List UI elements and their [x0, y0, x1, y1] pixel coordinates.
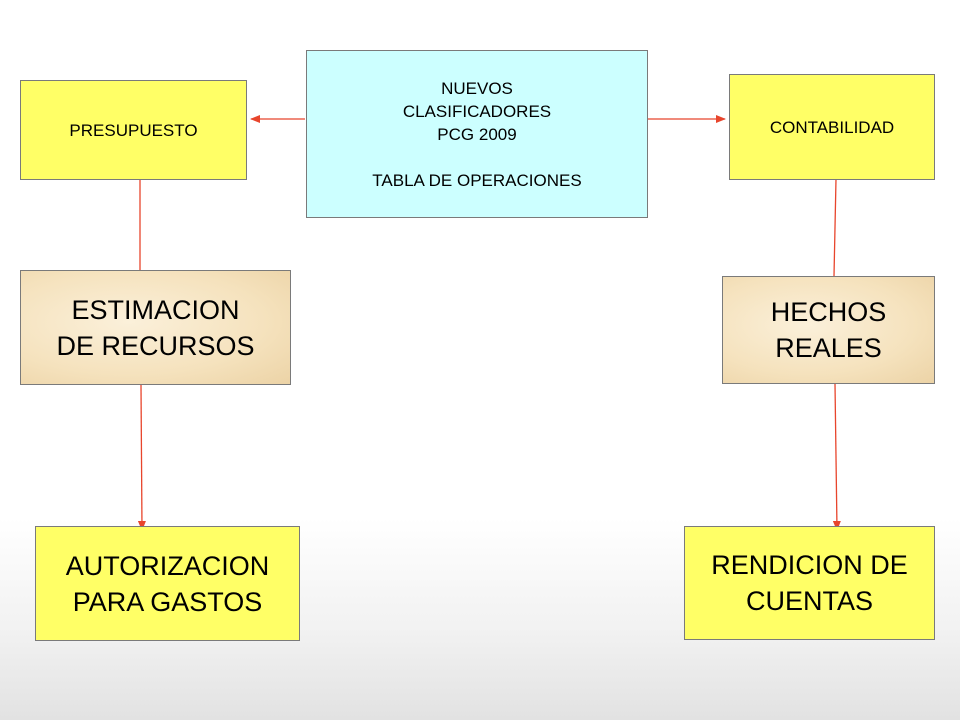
estimacion-label: ESTIMACION DE RECURSOS: [56, 294, 255, 361]
rendicion-label: RENDICION DE CUENTAS: [711, 550, 908, 616]
clasificadores-box: NUEVOS CLASIFICADORES PCG 2009 TABLA DE …: [306, 50, 648, 218]
contabilidad-box: CONTABILIDAD: [729, 74, 935, 180]
rendicion-box: RENDICION DE CUENTAS: [684, 526, 935, 640]
hechos-label: HECHOS REALES: [770, 297, 887, 363]
line-contabilidad-to-hechos: [833, 178, 837, 277]
estimacion-box: ESTIMACION DE RECURSOS: [20, 270, 291, 385]
presupuesto-box: PRESUPUESTO: [20, 80, 247, 180]
autorizacion-label: AUTORIZACION PARA GASTOS: [65, 550, 270, 617]
clasificadores-text: NUEVOS CLASIFICADORES PCG 2009 TABLA DE …: [372, 78, 582, 190]
hechos-box: HECHOS REALES: [722, 276, 935, 384]
arrow-hechos-to-rendicion: [832, 383, 841, 531]
arrow-estimacion-to-autorizacion: [137, 384, 146, 531]
contabilidad-label: CONTABILIDAD: [769, 117, 895, 137]
presupuesto-label: PRESUPUESTO: [69, 120, 198, 140]
autorizacion-box: AUTORIZACION PARA GASTOS: [35, 526, 300, 641]
